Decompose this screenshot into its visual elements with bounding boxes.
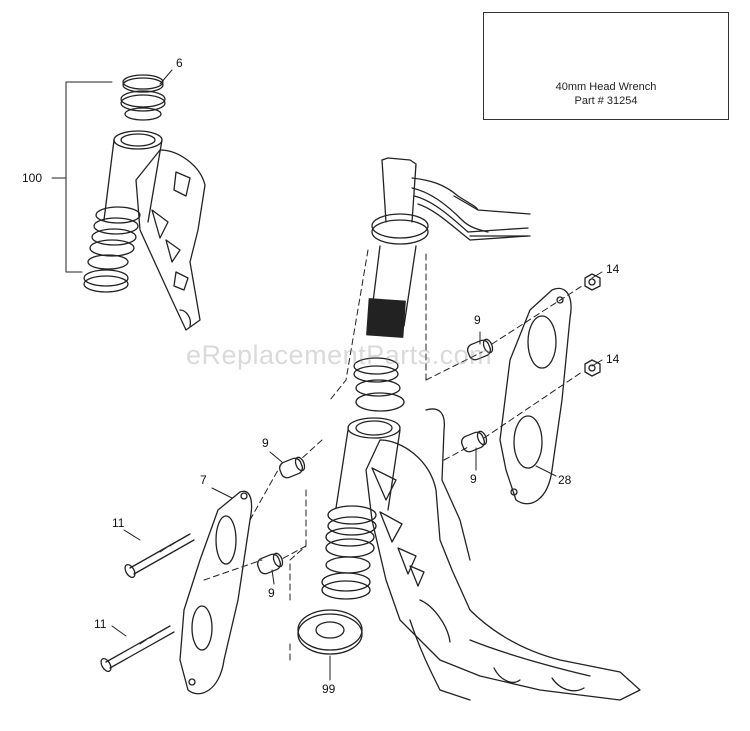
nut-14-upper <box>584 273 601 291</box>
spacer-9-left-lower <box>256 552 284 575</box>
callout-28: 28 <box>558 473 572 487</box>
tool-name: 40mm Head Wrench <box>555 81 657 93</box>
steering-column <box>321 157 641 701</box>
spacer-9-left-upper <box>278 456 306 479</box>
callout-7: 7 <box>200 473 207 487</box>
tool-inset-box: 40mm Head Wrench Part # 31254 <box>483 12 729 120</box>
bolt-11-upper <box>124 533 195 579</box>
spacer-9-upper <box>466 338 494 361</box>
washer-99 <box>297 609 363 655</box>
callout-99: 99 <box>322 682 336 696</box>
callout-100: 100 <box>22 171 43 185</box>
assembly-guide-lines <box>203 249 583 661</box>
tool-part-number: Part # 31254 <box>574 95 638 107</box>
callout-leaders <box>111 69 603 681</box>
callout-6: 6 <box>176 56 183 70</box>
callout-14-upper: 14 <box>606 262 620 276</box>
bolt-11-lower <box>100 625 175 673</box>
callout-9-left-lower: 9 <box>268 586 275 600</box>
callout-11-lower: 11 <box>94 617 107 631</box>
callout-9-upper: 9 <box>474 313 481 327</box>
callout-9-right: 9 <box>470 472 477 486</box>
nut-14-lower <box>584 359 601 377</box>
watermark: eReplacementParts.com <box>186 340 493 370</box>
callout-11-upper: 11 <box>112 516 125 530</box>
side-plate-28 <box>499 287 572 505</box>
callout-14-lower: 14 <box>606 352 620 366</box>
side-plate-7 <box>179 490 253 695</box>
spacer-9-right <box>460 430 488 453</box>
headset-subassembly <box>51 74 206 331</box>
callout-9-left-upper: 9 <box>262 436 269 450</box>
